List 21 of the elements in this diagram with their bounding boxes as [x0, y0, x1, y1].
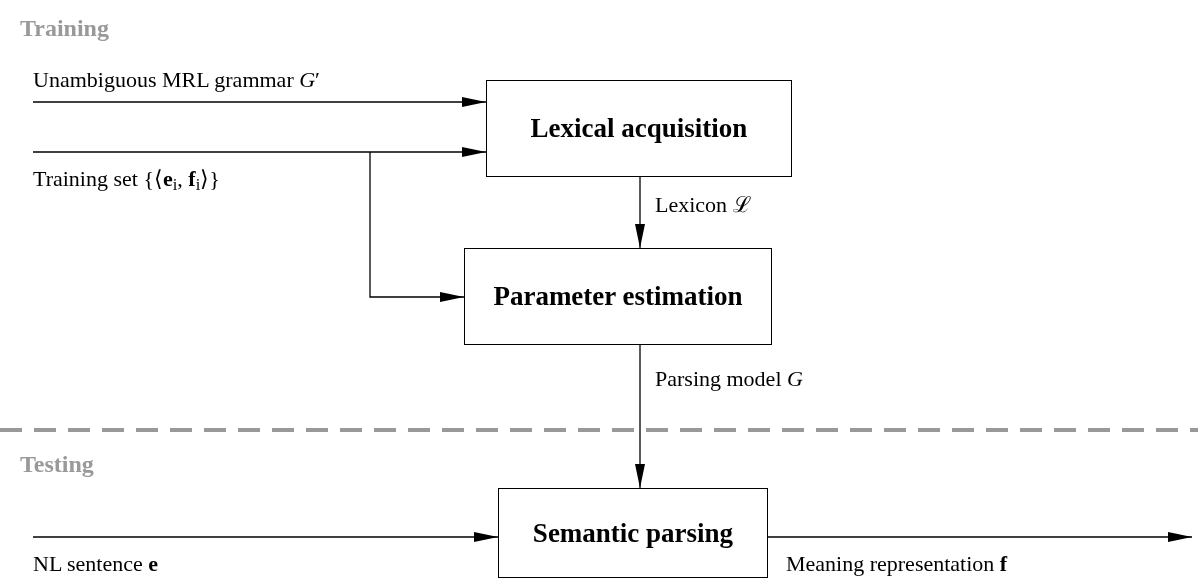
- arrow: [635, 176, 645, 249]
- edge-label: Training set {⟨e$_{i}$, f$_{i}$⟩}: [33, 165, 220, 193]
- edge-label: NL sentence e: [33, 550, 158, 578]
- arrow: [32, 532, 499, 542]
- process-box: [498, 488, 768, 578]
- box-title: Parameter estimation: [493, 280, 743, 314]
- arrow: [32, 97, 487, 107]
- arrow: [767, 532, 1193, 542]
- edge-label: Meaning representation f: [786, 550, 1008, 578]
- box-title: Lexical acquisition: [530, 112, 748, 146]
- arrow: [369, 151, 465, 302]
- edge-label: Lexicon ℒ: [655, 191, 751, 219]
- edge-label: Parsing model G: [655, 365, 803, 393]
- section-heading: Testing: [20, 450, 94, 479]
- arrow: [635, 344, 645, 489]
- box-title: Semantic parsing: [532, 516, 734, 550]
- arrow: [32, 147, 487, 157]
- process-box: [486, 80, 792, 177]
- section-heading: Training: [20, 14, 109, 43]
- process-box: [464, 248, 772, 345]
- edge-label: Unambiguous MRL grammar G′: [33, 66, 320, 94]
